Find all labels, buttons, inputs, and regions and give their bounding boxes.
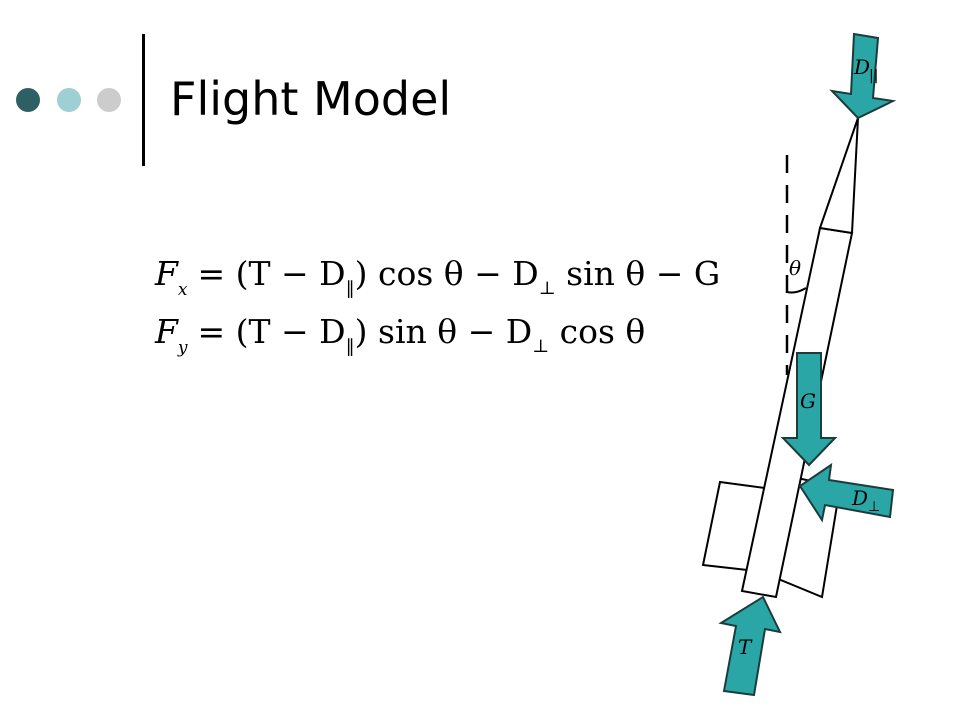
- eq2-sub-perp: ⊥: [532, 336, 550, 357]
- drag-perp-label: D: [851, 486, 868, 510]
- eq2-part-b: ) sin θ − D: [354, 312, 533, 351]
- eq2-sub-parallel: ‖: [345, 336, 355, 357]
- eq2-lhs: F: [155, 312, 178, 351]
- thrust-arrow: T: [718, 595, 782, 697]
- eq1-lhs: F: [155, 254, 178, 293]
- equation-fx: Fx = (T − D‖) cos θ − D⊥ sin θ − G: [155, 245, 720, 303]
- eq1-part-b: ) cos θ − D: [354, 254, 539, 293]
- equations: Fx= (T − D‖) cos θ − D⊥ sin θ − G Fy= (T…: [155, 245, 720, 361]
- theta-arc: [786, 287, 807, 294]
- rocket-nose-cone: [818, 117, 859, 235]
- eq2-part-c: cos θ: [549, 312, 646, 351]
- eq1-part-a: = (T − D: [197, 254, 346, 293]
- gravity-arrow: G: [780, 352, 838, 467]
- bullet-dot-gray: [97, 88, 121, 112]
- rocket-force-diagram: θ D || G D ⊥ T: [701, 32, 897, 697]
- bullet-dot-dark: [16, 88, 40, 112]
- slide-title: Flight Model: [170, 72, 452, 126]
- drag-parallel-label: D: [853, 55, 870, 79]
- thrust-label: T: [738, 635, 753, 659]
- drag-perp-sub: ⊥: [868, 499, 880, 515]
- theta-label: θ: [789, 256, 801, 280]
- eq1-lhs-sub: x: [177, 280, 188, 300]
- bullet-dot-teal: [57, 88, 81, 112]
- eq2-part-a: = (T − D: [197, 312, 346, 351]
- eq1-sub-perp: ⊥: [538, 278, 556, 299]
- gravity-label: G: [800, 389, 816, 413]
- drag-parallel-sub: ||: [869, 68, 878, 84]
- equation-fy: Fy = (T − D‖) sin θ − D⊥ cos θ: [155, 303, 720, 361]
- title-divider: [142, 34, 145, 166]
- eq2-lhs-sub: y: [177, 338, 188, 358]
- title-bullets: [0, 0, 140, 200]
- drag-parallel-arrow: D ||: [829, 32, 897, 120]
- drag-perp-arrow: D ⊥: [798, 462, 895, 523]
- eq1-part-c: sin θ − G: [555, 254, 721, 293]
- eq1-sub-parallel: ‖: [345, 278, 355, 299]
